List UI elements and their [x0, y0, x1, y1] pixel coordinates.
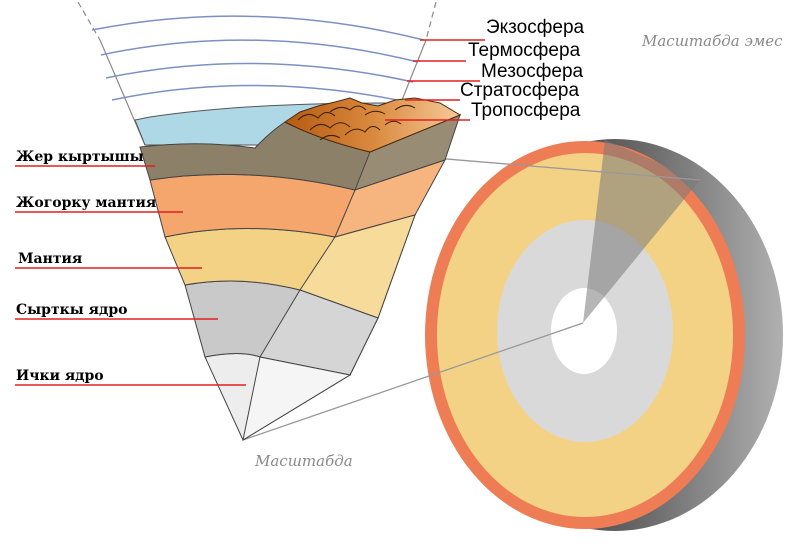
globe-cutout-wedge — [583, 140, 700, 323]
cone-edge-left — [77, 1, 101, 41]
label-outer-core: Сырткы ядро — [16, 302, 127, 318]
globe-inner-core — [551, 288, 617, 374]
cone-edge-right — [425, 1, 437, 41]
label-troposphere: Тропосфера — [471, 100, 581, 121]
label-thermosphere: Термосфера — [468, 40, 581, 61]
label-exosphere: Экзосфера — [486, 17, 585, 38]
inner-core-side-face — [242, 356, 352, 442]
mountain-rocks — [284, 97, 462, 153]
note-not-to-scale: Масштабда эмес — [641, 32, 783, 50]
note-to-scale: Масштабда — [254, 452, 353, 470]
globe — [425, 139, 783, 531]
label-mesosphere: Мезосфера — [481, 61, 584, 82]
mountain-ridges — [297, 104, 416, 141]
cone-section — [77, 1, 462, 442]
label-upper-mantle: Жогорку мантия — [16, 195, 156, 211]
label-mantle: Мантия — [18, 251, 82, 267]
label-crust: Жер кыртышы — [16, 149, 144, 165]
atmosphere-arcs — [91, 15, 425, 103]
label-stratosphere: Стратосфера — [460, 80, 579, 101]
leader-lines — [15, 39, 485, 386]
label-inner-core: Ички ядро — [16, 368, 104, 384]
